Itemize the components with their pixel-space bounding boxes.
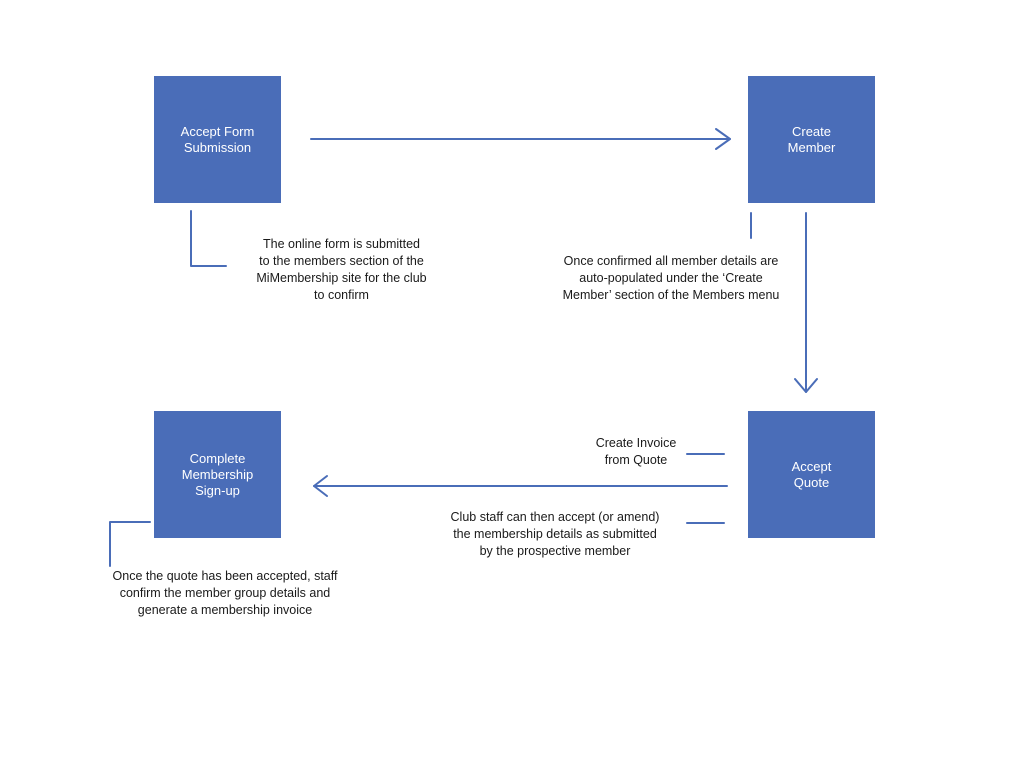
step-box-accept-quote: Accept Quote [748,411,875,538]
step-label-complete-membership-sign-up: Complete Membership Sign-up [181,450,254,498]
step-box-create-member: Create Member [748,76,875,203]
step-label-create-member: Create Member [787,123,836,155]
step-label-accept-form-submission: Accept Form Submission [180,123,255,155]
note-quote-accepted-generate-invoice: Once the quote has been accepted, staff … [112,569,338,617]
callout-line-online-form [190,210,227,267]
step-box-complete-membership-sign-up: Complete Membership Sign-up [154,411,281,538]
arrowhead-right [715,128,731,150]
note-create-invoice-from-quote: Create Invoice from Quote [595,436,677,467]
step-box-accept-form-submission: Accept Form Submission [154,76,281,203]
arrowhead-down [794,378,818,393]
note-member-details-auto-populated: Once confirmed all member details are au… [562,254,780,302]
callout-line-quote-accepted [109,521,151,567]
arrowhead-left [313,475,328,497]
note-online-form-submitted: The online form is submitted to the memb… [256,237,427,302]
note-club-staff-accept-or-amend: Club staff can then accept (or amend) th… [450,510,660,558]
step-label-accept-quote: Accept Quote [791,458,832,490]
